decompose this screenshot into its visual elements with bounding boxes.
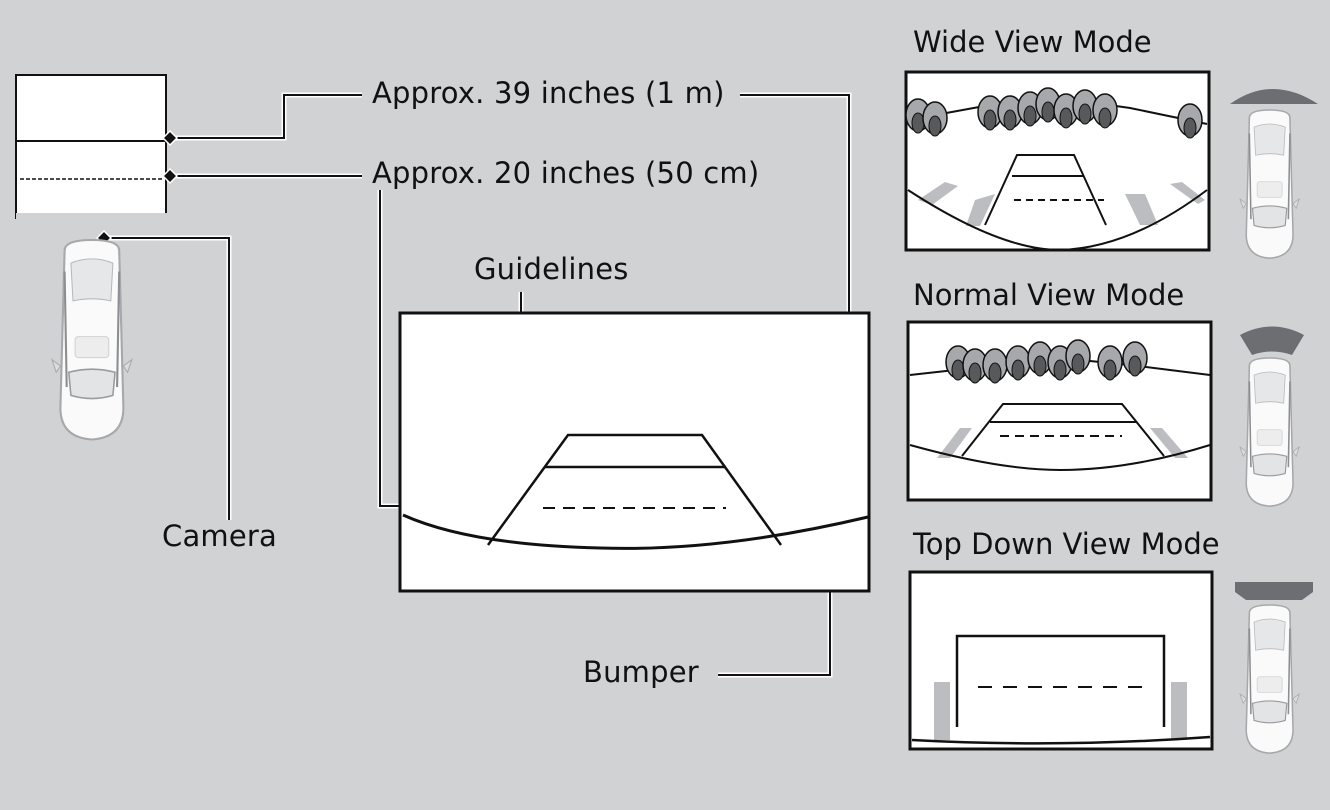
normal-view-screen [906,320,1304,507]
camera-label: Camera [162,519,278,553]
top-down-view-mode-title: Top Down View Mode [913,527,1220,561]
distance-1m-label: Approx. 39 inches (1 m) [372,76,725,110]
wide-view-screen [904,70,1318,259]
distance-zones [15,74,168,219]
marker-50cm [161,167,179,185]
guidelines-label: Guidelines [474,252,629,286]
wide-view-mode-title: Wide View Mode [913,25,1152,59]
bumper-label: Bumper [583,655,699,689]
top-down-view-screen [908,570,1313,754]
normal-view-mode-title: Normal View Mode [913,278,1185,312]
marker-1m [161,129,179,147]
vehicle-icon-left [50,238,133,441]
distance-50cm-label: Approx. 20 inches (50 cm) [372,156,760,190]
main-camera-screen [398,311,871,593]
